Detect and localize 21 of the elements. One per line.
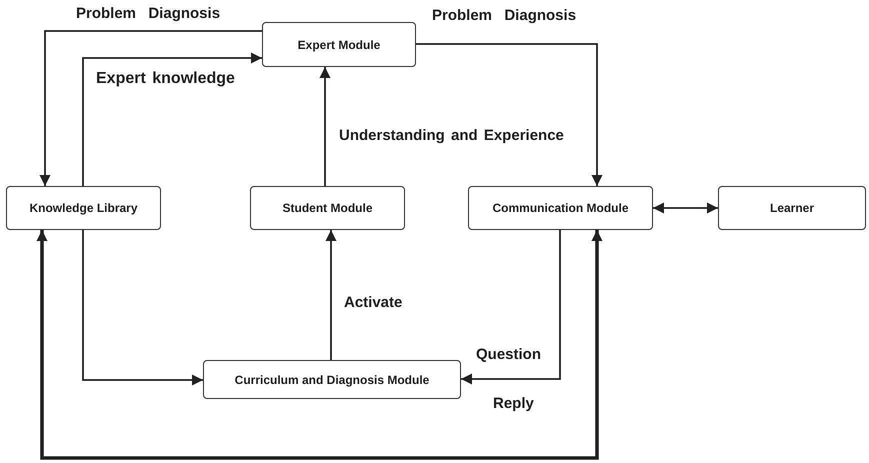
arrow — [326, 230, 336, 360]
arrow — [36, 230, 602, 460]
arrow — [40, 30, 262, 186]
arrow — [461, 230, 561, 384]
arrow — [320, 67, 330, 186]
arrow — [416, 43, 602, 186]
edge-label: Problem Diagnosis — [430, 7, 578, 24]
arrow — [82, 230, 203, 386]
module-box: Student Module — [250, 186, 405, 230]
edge-label: Expert knowledge — [94, 70, 237, 88]
module-box: Knowledge Library — [6, 186, 161, 230]
module-box: Communication Module — [468, 186, 653, 230]
edge-label: Problem Diagnosis — [74, 5, 222, 22]
edge-label: Question — [474, 346, 544, 363]
edge-label: Understanding and Experience — [337, 127, 566, 144]
module-box: Curriculum and Diagnosis Module — [203, 360, 461, 399]
module-box: Learner — [718, 186, 866, 230]
arrow — [82, 52, 262, 186]
arrow — [653, 202, 718, 214]
module-box: Expert Module — [262, 22, 416, 67]
edge-label: Reply — [491, 395, 536, 412]
